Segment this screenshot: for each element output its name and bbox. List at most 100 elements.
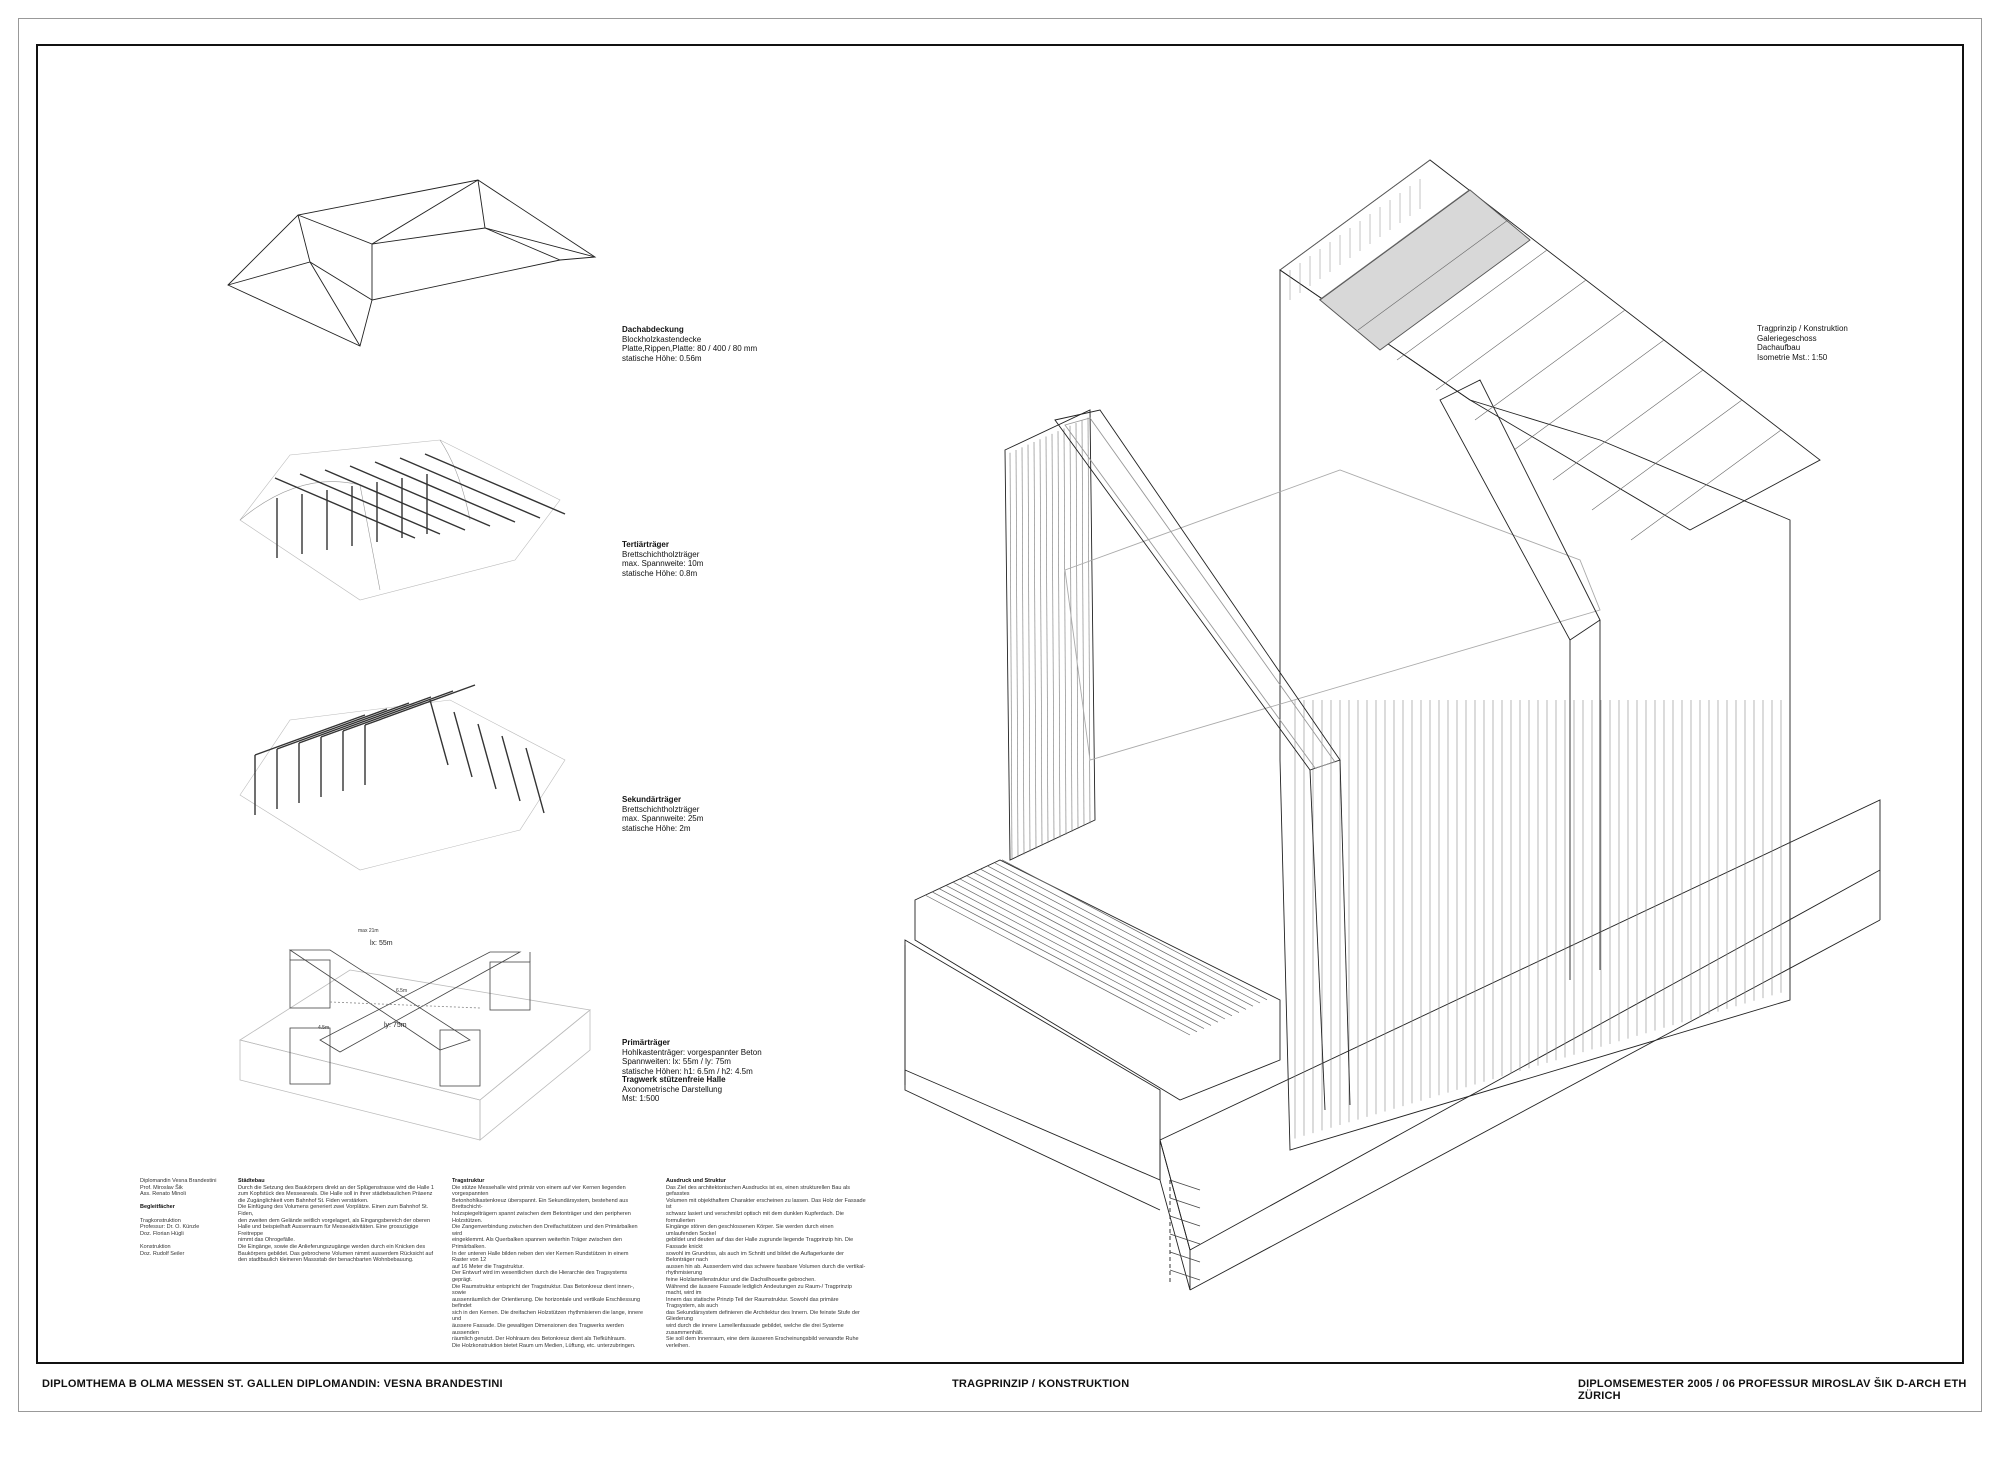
text-column-line: das Sekundärsystem definieren die Archit… bbox=[666, 1309, 860, 1323]
text-column-heading: Städtebau bbox=[238, 1178, 265, 1184]
text-column-line: Eingänge stören den geschlossenen Körper… bbox=[666, 1224, 834, 1237]
gallery-plank bbox=[1001, 859, 1268, 1001]
text-column-line: wird durch die innere Lamellenfassade ge… bbox=[666, 1323, 844, 1336]
label-title: Sekundärträger bbox=[622, 795, 682, 804]
text-column-line: den zweiten dem Gelände seitlich vorgela… bbox=[238, 1217, 431, 1224]
label-title: Tertiärträger bbox=[622, 540, 669, 549]
text-column-line: Während die äussere Fassade lediglich An… bbox=[666, 1283, 852, 1297]
credit-line: Ass. Renato Minoli bbox=[140, 1191, 186, 1198]
text-column-line: Betonhohlkastenkreuz überspannt. Ein Sek… bbox=[452, 1197, 629, 1211]
wall-slat bbox=[1039, 439, 1043, 846]
wall-slat bbox=[1045, 436, 1049, 844]
text-column-line: den stadtbaulich kleineren Massstab der … bbox=[238, 1257, 414, 1264]
wall-slat bbox=[1063, 428, 1067, 835]
dim-top-label: max 21m bbox=[358, 928, 379, 934]
footer-left-title: DIPLOMTHEMA B OLMA MESSEN ST. GALLEN DIP… bbox=[42, 1378, 503, 1390]
label-line: Galeriegeschoss bbox=[1757, 333, 1817, 343]
wall-slat bbox=[1051, 433, 1055, 841]
label-line: max. Spannweite: 25m bbox=[622, 814, 704, 823]
text-column-line: In der unteren Halle bilden neben den vi… bbox=[452, 1250, 629, 1264]
wall-slat bbox=[1021, 447, 1025, 855]
text-column-line: feine Holzlamellenstruktur und die Dachs… bbox=[666, 1276, 816, 1283]
label-dachabdeckung: Dachabdeckung Blockholzkastendecke Platt… bbox=[622, 325, 757, 363]
text-column-line: Die Einfügung des Volumens generiert zwe… bbox=[238, 1204, 429, 1217]
wall-slat bbox=[1069, 425, 1073, 832]
secondary-beams-diagram bbox=[239, 684, 566, 871]
text-column-line: äussere Fassade. Die gewaltigen Dimensio… bbox=[452, 1323, 624, 1336]
secondary-rib bbox=[364, 684, 476, 726]
text-column-line: Die Holzkonstruktion bietet Raum um Medi… bbox=[452, 1342, 636, 1349]
label-line: statische Höhe: 2m bbox=[622, 823, 691, 833]
roof-rafter bbox=[1318, 189, 1470, 301]
gallery-plank bbox=[945, 885, 1212, 1026]
stair-step bbox=[1169, 1197, 1201, 1209]
tertiary-rib bbox=[349, 465, 491, 527]
label-line: Axonometrische Darstellung bbox=[622, 1084, 723, 1094]
text-column-line: Baukörpers gebildet. Das gebrochene Volu… bbox=[238, 1250, 434, 1257]
text-column-line: gebildet und deuten auf das der Halle zu… bbox=[666, 1237, 854, 1250]
tertiary-rib bbox=[399, 457, 541, 519]
dim-ly-label: ly: 75m bbox=[384, 1022, 407, 1029]
label-title: Primärträger bbox=[622, 1038, 671, 1047]
tertiary-rib bbox=[324, 469, 466, 531]
label-line: Blockholzkastendecke bbox=[622, 334, 702, 344]
roof-rafter bbox=[1513, 339, 1665, 451]
tertiary-rib bbox=[374, 461, 516, 523]
text-column-line: Die Raumstruktur entspricht der Tragstru… bbox=[452, 1283, 635, 1297]
credit-line: Prof. Miroslav Šik bbox=[140, 1184, 183, 1191]
wall-slat bbox=[1009, 452, 1013, 861]
text-column-line: Innern das statische Prinzip Teil der Ra… bbox=[666, 1296, 839, 1310]
text-column-line: Die stütze Messehalle wird primär von ei… bbox=[452, 1184, 626, 1198]
text-column-line: Die Eingänge, sowie die Anlieferungszugä… bbox=[238, 1243, 426, 1250]
roof-shell-diagram bbox=[227, 179, 597, 347]
dim-lx-label: lx: 55m bbox=[370, 940, 393, 947]
text-column-line: sowohl im Grundriss, als auch im Schnitt… bbox=[666, 1250, 844, 1264]
gallery-plank bbox=[980, 869, 1247, 1010]
footer-center-title: TRAGPRINZIP / KONSTRUKTION bbox=[952, 1378, 1130, 1390]
label-line: statische Höhe: 0.56m bbox=[622, 353, 702, 363]
sheet-outer-frame bbox=[18, 18, 1982, 1412]
label-title: Dachabdeckung bbox=[622, 325, 684, 334]
text-column-line: räumlich genutzt. Der Hohlraum des Beton… bbox=[452, 1336, 626, 1343]
tertiary-rib bbox=[299, 473, 441, 535]
gallery-plank bbox=[924, 894, 1191, 1036]
label-line: Brettschichtholzträger bbox=[622, 804, 700, 814]
label-line: statische Höhe: 0.8m bbox=[622, 568, 698, 578]
stair-step bbox=[1169, 1179, 1201, 1191]
tertiary-beams-diagram bbox=[239, 439, 566, 601]
label-line: Spannweiten: lx: 55m / ly: 75m bbox=[622, 1057, 731, 1066]
credits-block: Diplomandin Vesna Brandestini Prof. Miro… bbox=[140, 1178, 216, 1257]
secondary-rib bbox=[525, 747, 545, 814]
wall-slat bbox=[1081, 420, 1085, 827]
footer-right-title: DIPLOMSEMESTER 2005 / 06 PROFESSUR MIROS… bbox=[1578, 1378, 1967, 1402]
credit-line: Diplomandin Vesna Brandestini bbox=[140, 1178, 217, 1184]
secondary-rib bbox=[276, 708, 388, 750]
gallery-plank bbox=[973, 872, 1240, 1013]
label-primaer: Primärträger Hohlkastenträger: vorgespan… bbox=[622, 1038, 762, 1076]
text-column-line: eingeklemmt. Als Querbalken spannen weit… bbox=[452, 1237, 622, 1250]
label-line: Isometrie Mst.: 1:50 bbox=[1757, 352, 1828, 362]
label-tragwerk: Tragwerk stützenfreie Halle Axonometrisc… bbox=[622, 1075, 726, 1104]
dim-h2-label: 4.5m bbox=[318, 1025, 330, 1031]
text-column-line: Der Entwurf wird im wesentlichen durch d… bbox=[452, 1270, 628, 1283]
secondary-rib bbox=[453, 711, 473, 778]
roof-rafter bbox=[1552, 369, 1704, 481]
secondary-rib bbox=[298, 702, 410, 744]
text-column-line: die Zugänglichkeit vom Bahnhof St. Fiden… bbox=[238, 1197, 369, 1204]
text-column-line: schwarz lasiert und verschmilzt optisch … bbox=[666, 1210, 844, 1224]
credit-heading: Begleitfächer bbox=[140, 1204, 175, 1211]
label-line: Hohlkastenträger: vorgespannter Beton bbox=[622, 1047, 762, 1057]
label-line: Platte,Rippen,Platte: 80 / 400 / 80 mm bbox=[622, 344, 758, 353]
secondary-rib bbox=[429, 699, 449, 766]
text-column-line: aussenräumlich der Orientierung. Die hor… bbox=[452, 1296, 641, 1310]
text-column-heading: Ausdruck und Struktur bbox=[666, 1178, 726, 1184]
secondary-rib bbox=[342, 690, 454, 732]
wall-slat bbox=[1033, 441, 1037, 849]
stair-step bbox=[1169, 1215, 1201, 1227]
label-sekundaer: Sekundärträger Brettschichtholzträger ma… bbox=[622, 795, 703, 833]
text-column-line: aussen hin ab. Ausserdem wird das schwer… bbox=[666, 1263, 866, 1277]
text-column-line: Durch die Setzung des Baukörpers direkt … bbox=[238, 1184, 434, 1191]
text-column-line: holzspiegelträgern spannt zwischen dem B… bbox=[452, 1210, 631, 1224]
